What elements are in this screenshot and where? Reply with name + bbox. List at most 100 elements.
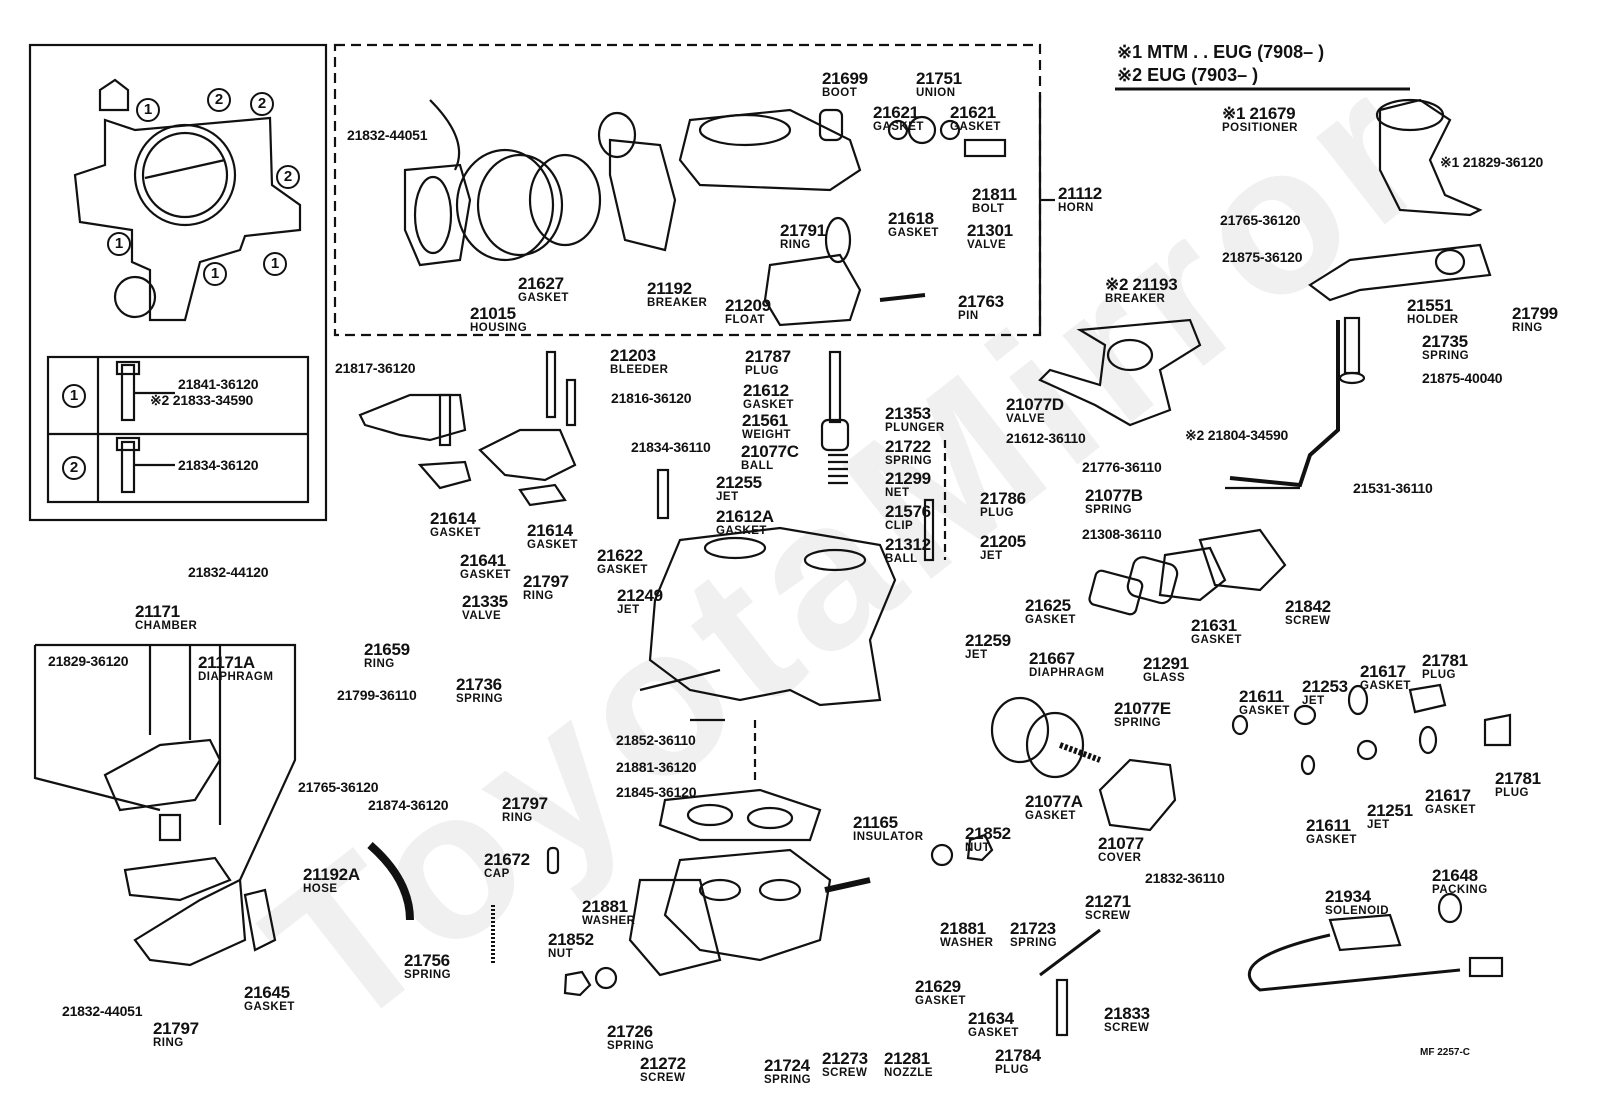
note-1: ※1 MTM . . EUG (7908– ) [1117,42,1325,62]
inset-table [46,355,310,504]
solenoid-shape [1328,913,1402,952]
inset-part-21841: 21841-36120 [178,376,259,392]
part-label: 21308-36110 [1082,526,1162,542]
callout-bolt: 1 [203,262,227,286]
throttle-bore [133,123,237,227]
part-label: 21776-36110 [1082,459,1162,475]
throttle-body-shape [663,848,832,962]
part-label: 21881-36120 [616,759,697,775]
part-label: ※2 21804-34590 [1185,427,1289,443]
note-2: ※2 EUG (7903– ) [1117,65,1259,85]
callout-bolt: 1 [263,252,287,276]
part-label: 21832-36110 [1145,870,1225,886]
float-shape [763,253,862,327]
cover-shape [1098,758,1177,832]
throttle-body-outline [73,116,302,322]
part-label: 21832-44051 [62,1003,143,1019]
part-label: 21875-40040 [1422,370,1503,386]
chamber-cover-shape [103,738,222,812]
figure-code: MF 2257-C [1420,1047,1471,1058]
positioner-shape [1378,98,1483,217]
part-label: 21612-36110 [1006,430,1086,446]
part-label: 21765-36120 [1220,212,1301,228]
inset-part-21833: ※2 21833-34590 [150,392,254,408]
part-label: 21816-36120 [611,390,692,406]
callout-bolt: 1 [107,232,131,256]
part-label: ※1 21829-36120 [1440,154,1544,170]
part-label: 21765-36120 [298,779,379,795]
part-label: 21829-36120 [48,653,129,669]
part-label: 21875-36120 [1222,249,1303,265]
part-label: 21834-36110 [631,439,711,455]
callout-bolt: 2 [207,88,231,112]
inset-key-1: 1 [62,384,86,408]
callout-bolt: 1 [136,98,160,122]
inset-frame [28,43,328,522]
part-label: 21799-36110 [337,687,417,703]
part-label: 21531-36110 [1353,480,1433,496]
part-label: 21832-44051 [347,127,428,143]
breaker-21193-shape [1038,318,1202,427]
horn-gasket-shape [403,163,472,267]
part-label: 21874-36120 [368,797,449,813]
